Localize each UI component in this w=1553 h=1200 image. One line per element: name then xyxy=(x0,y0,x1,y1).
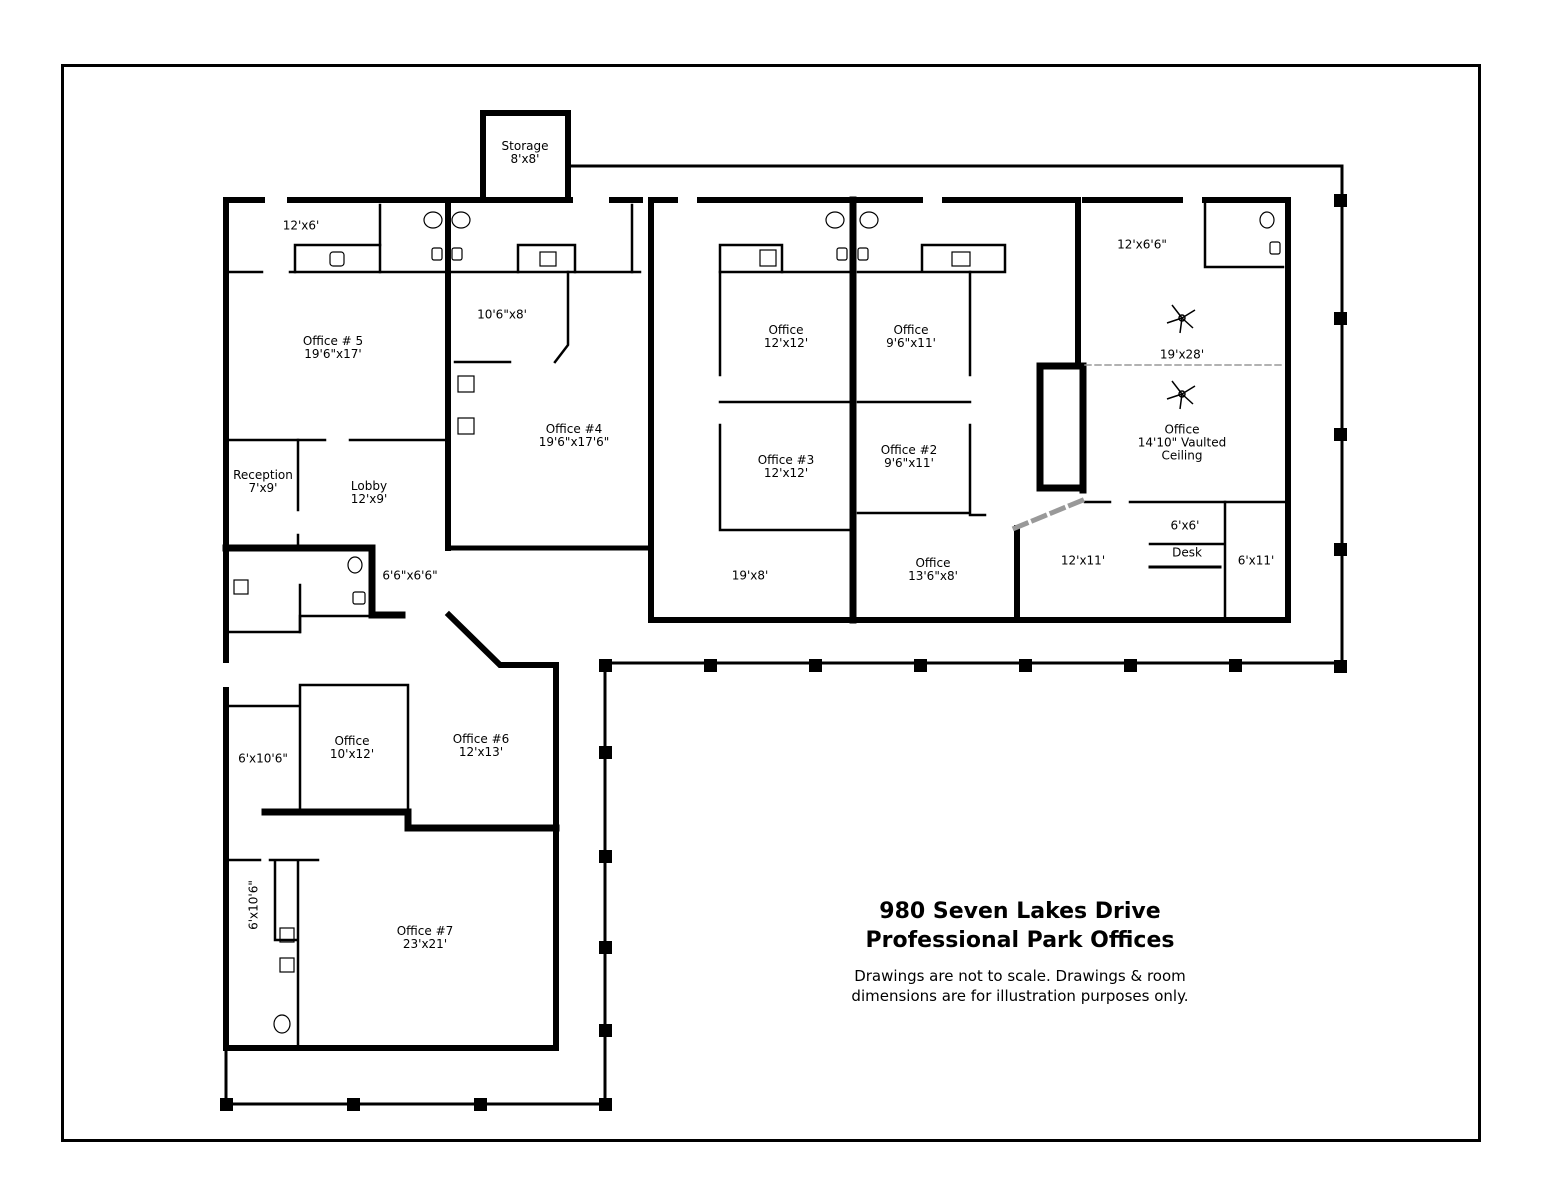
room-label-hall-top-left: 12'x6' xyxy=(282,218,320,233)
room-label-room-6x11: 6'x11' xyxy=(1237,553,1275,568)
room-label-closet-6x10-a: 6'x10'6" xyxy=(238,751,288,766)
drawing-frame xyxy=(61,64,1481,1142)
room-label-hall-19x8: 19'x8' xyxy=(731,568,769,583)
title-line-1: 980 Seven Lakes Drive xyxy=(879,899,1161,924)
room-label-vestibule: 6'6"x6'6" xyxy=(382,568,438,583)
room-label-closet-6x10-b: 6'x10'6" xyxy=(246,880,261,930)
ceiling-fan-icon xyxy=(1166,304,1196,410)
title-line-2: Professional Park Offices xyxy=(865,928,1175,953)
disclaimer-line-2: dimensions are for illustration purposes… xyxy=(851,987,1189,1005)
room-label-room-12x11: 12'x11' xyxy=(1060,553,1106,568)
disclaimer-line-1: Drawings are not to scale. Drawings & ro… xyxy=(854,967,1186,985)
room-label-great-room: 19'x28' xyxy=(1159,347,1205,362)
plan-title: 980 Seven Lakes Drive Professional Park … xyxy=(866,897,1175,955)
room-label-closet-10x8: 10'6"x8' xyxy=(477,307,527,322)
disclaimer: Drawings are not to scale. Drawings & ro… xyxy=(851,966,1188,1006)
room-label-hall-12x6-6: 12'x6'6" xyxy=(1117,237,1167,252)
room-label-desk: Desk xyxy=(1172,545,1202,560)
room-label-room-6x6: 6'x6' xyxy=(1170,518,1200,533)
